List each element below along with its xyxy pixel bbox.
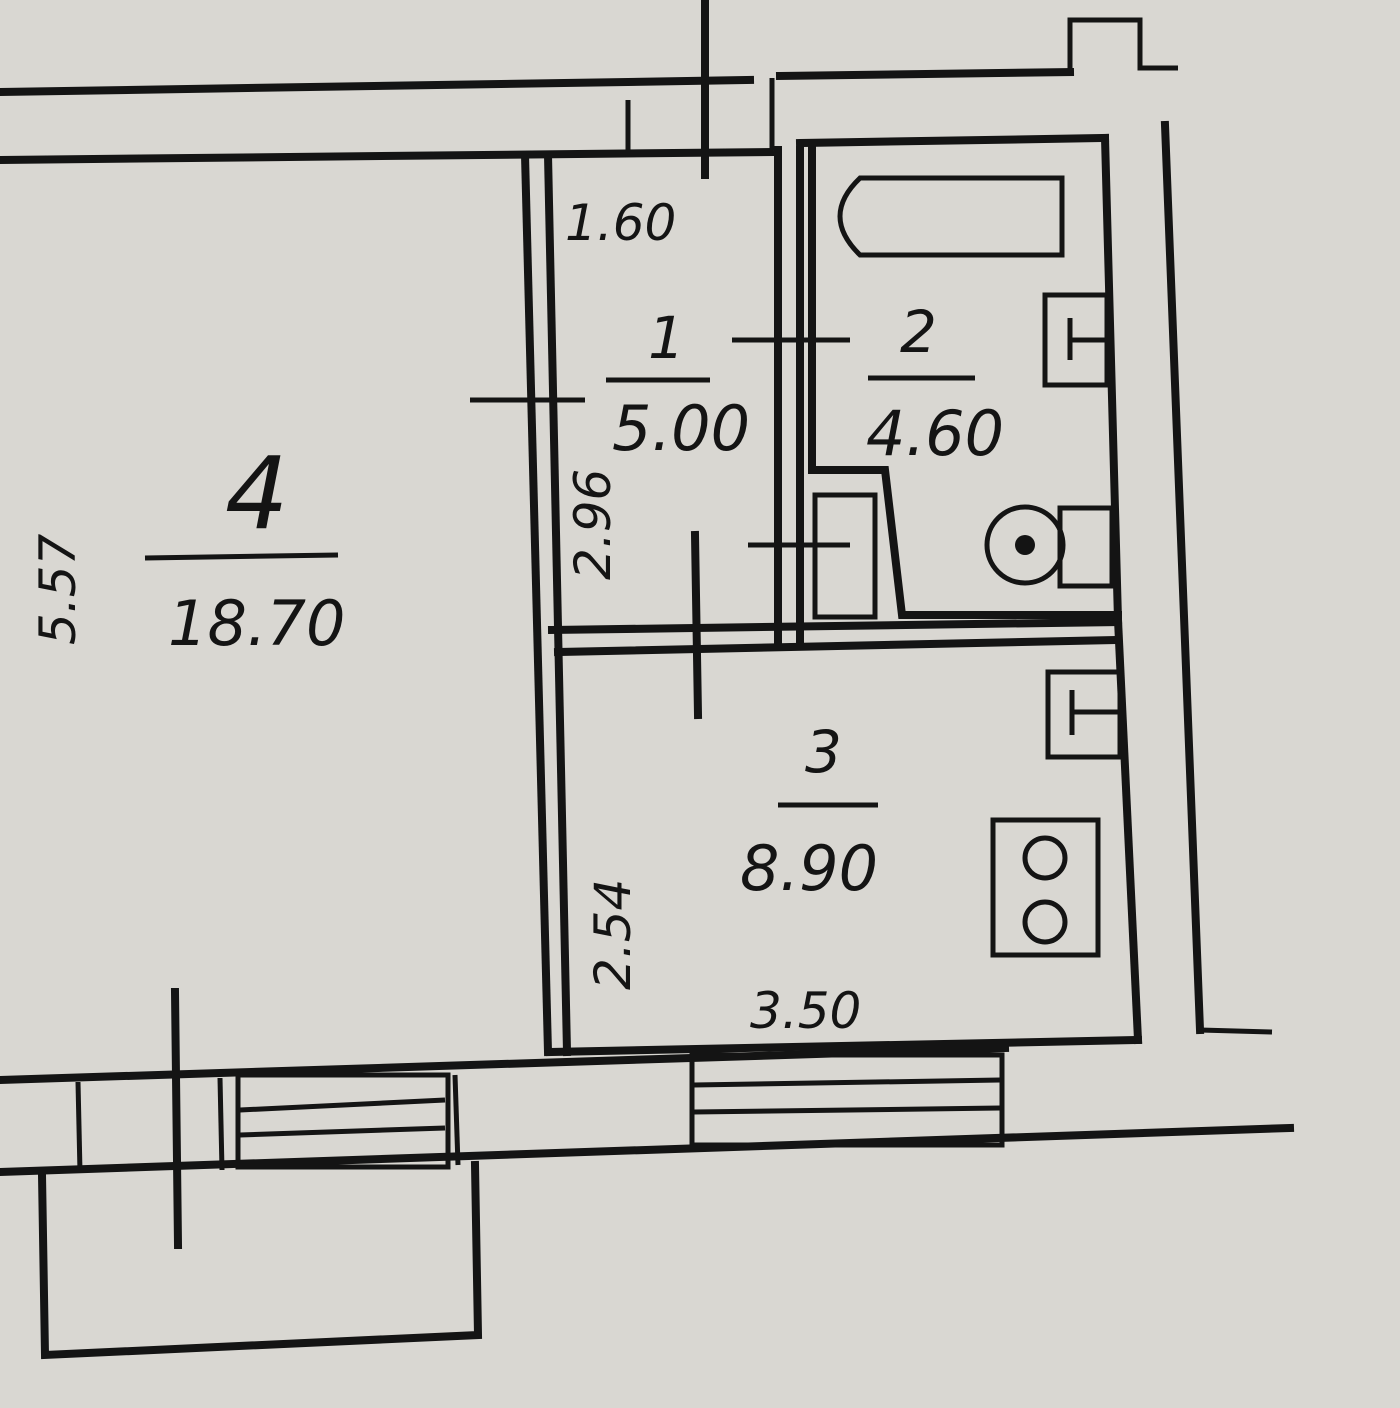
room-2-number: 2 xyxy=(900,298,937,366)
room-2-area: 4.60 xyxy=(866,397,1004,470)
room-3-area: 8.90 xyxy=(740,832,878,905)
sink-fixture-kitchen xyxy=(1045,669,1123,760)
room-4-area: 18.70 xyxy=(168,587,346,660)
sink-fixture-bathroom xyxy=(1042,292,1110,388)
room-3-number: 3 xyxy=(805,718,842,786)
toilet-fixture xyxy=(984,504,1115,589)
room-4-number: 4 xyxy=(225,435,289,552)
bathtub-fixture xyxy=(837,175,1065,258)
dimension-room-3-length: 2.54 xyxy=(584,879,642,990)
stove-fixture xyxy=(990,817,1101,958)
door-ticks xyxy=(470,337,850,720)
walls xyxy=(0,0,1295,1360)
dimension-room-1-length: 2.96 xyxy=(564,469,622,580)
room-1-number: 1 xyxy=(648,304,685,372)
shaft-box xyxy=(812,492,878,620)
dimension-room-4-length: 5.57 xyxy=(29,533,87,645)
dimension-room-1-width: 1.60 xyxy=(565,194,676,252)
room-1-area: 5.00 xyxy=(612,392,750,465)
room-4-fraction-bar xyxy=(144,552,339,561)
dimension-room-3-width: 3.50 xyxy=(750,982,861,1040)
